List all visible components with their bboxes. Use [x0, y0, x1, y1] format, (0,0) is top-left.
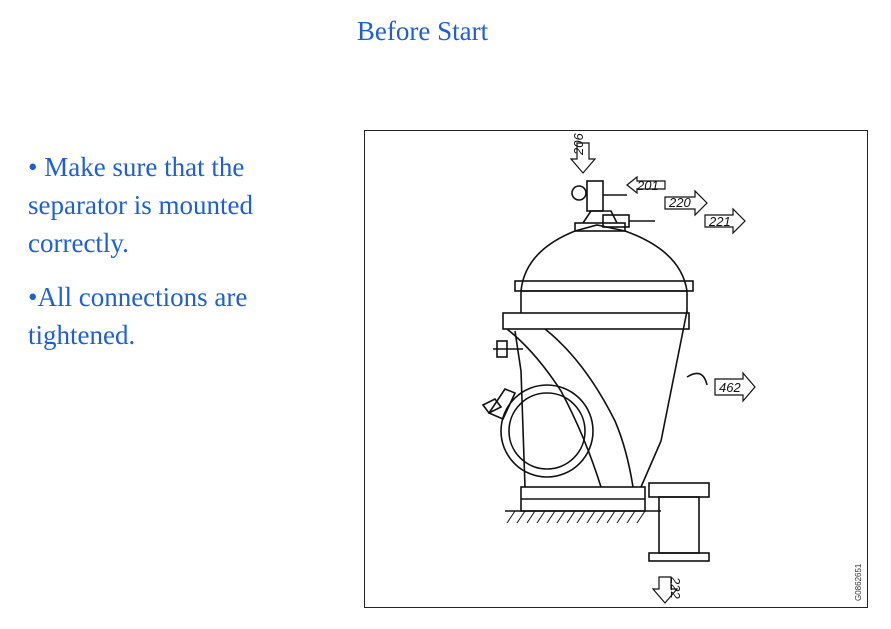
slide-title: Before Start: [356, 16, 489, 46]
label-220: 220: [668, 195, 691, 210]
bullet-item-mounting: • Make sure that the separator is mounte…: [28, 152, 253, 258]
drawing-reference: G0862651: [854, 563, 863, 601]
label-462: 462: [719, 380, 741, 395]
separator-diagram: 206 201 220 221 462 222 G0862651: [364, 130, 868, 608]
bullet-item-connections: •All connections are tightened.: [28, 282, 248, 350]
bullet-list: • Make sure that the separator is mounte…: [28, 148, 328, 370]
label-221: 221: [708, 214, 731, 229]
separator-drawing: 206 201 220 221 462 222 G0862651: [481, 133, 863, 604]
label-201: 201: [636, 178, 659, 193]
label-206: 206: [571, 133, 586, 156]
label-222: 222: [668, 576, 683, 599]
